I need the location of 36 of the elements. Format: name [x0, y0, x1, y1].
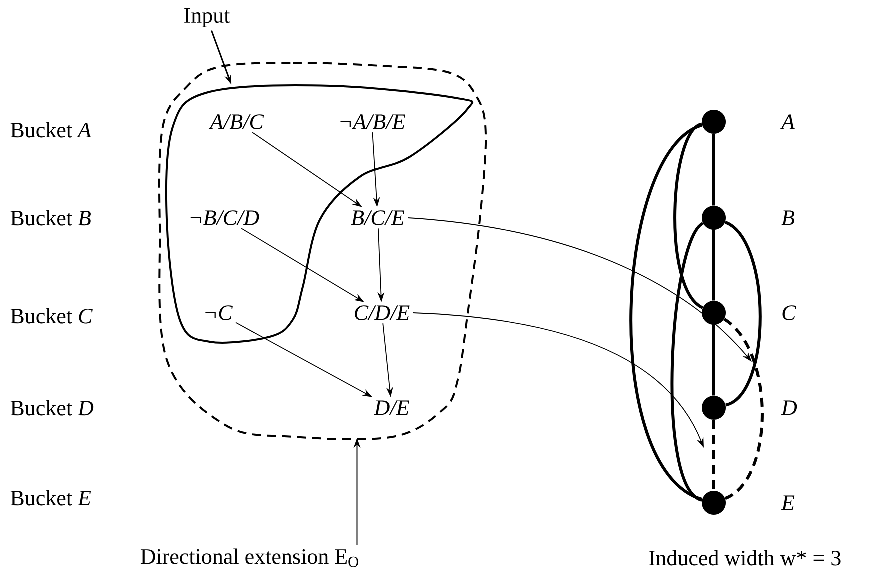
bucket-label: Bucket C — [10, 308, 93, 324]
clause-text: C/D/E — [355, 306, 410, 320]
graph-edge — [712, 420, 716, 491]
caption-text: Directional extension E$_{O}$ — [140, 548, 359, 568]
clause-text: B/C/E — [351, 210, 405, 226]
clause-text: A/B/C — [208, 114, 264, 130]
graph-edge — [724, 221, 762, 407]
vertex-label: D — [781, 400, 798, 416]
vertex-label: A — [780, 114, 796, 130]
bucket-label: Bucket D — [10, 400, 94, 416]
bucket-label: Bucket A — [10, 122, 92, 138]
bucket-label: Bucket B — [10, 210, 91, 226]
graph-vertex — [702, 110, 726, 134]
graph-vertex — [702, 491, 726, 515]
clause-text: ¬B/C/D — [190, 210, 260, 226]
input-region — [165, 84, 474, 344]
caption-text: Input — [184, 8, 230, 28]
graph-edge — [712, 230, 716, 301]
graph-edge — [723, 318, 764, 500]
graph-edge — [674, 122, 704, 310]
vertex-label: B — [782, 210, 794, 226]
graph-edge — [712, 134, 716, 206]
graph-vertex — [702, 396, 726, 420]
vertex-label: C — [782, 306, 796, 320]
clause-text: ¬C — [206, 306, 233, 320]
extension-region — [158, 62, 488, 441]
clause-text: D/E — [374, 400, 410, 416]
graph-edge — [670, 222, 704, 502]
graph-edge — [630, 124, 704, 501]
graph-vertex — [702, 206, 726, 230]
caption-text: Induced width w* = 3 — [649, 550, 841, 566]
bucket-label: Bucket E — [10, 490, 92, 506]
graph-vertex — [702, 301, 726, 325]
graph-edge — [712, 325, 716, 396]
vertex-label: E — [781, 496, 795, 510]
clause-text: ¬A/B/E — [340, 114, 406, 130]
